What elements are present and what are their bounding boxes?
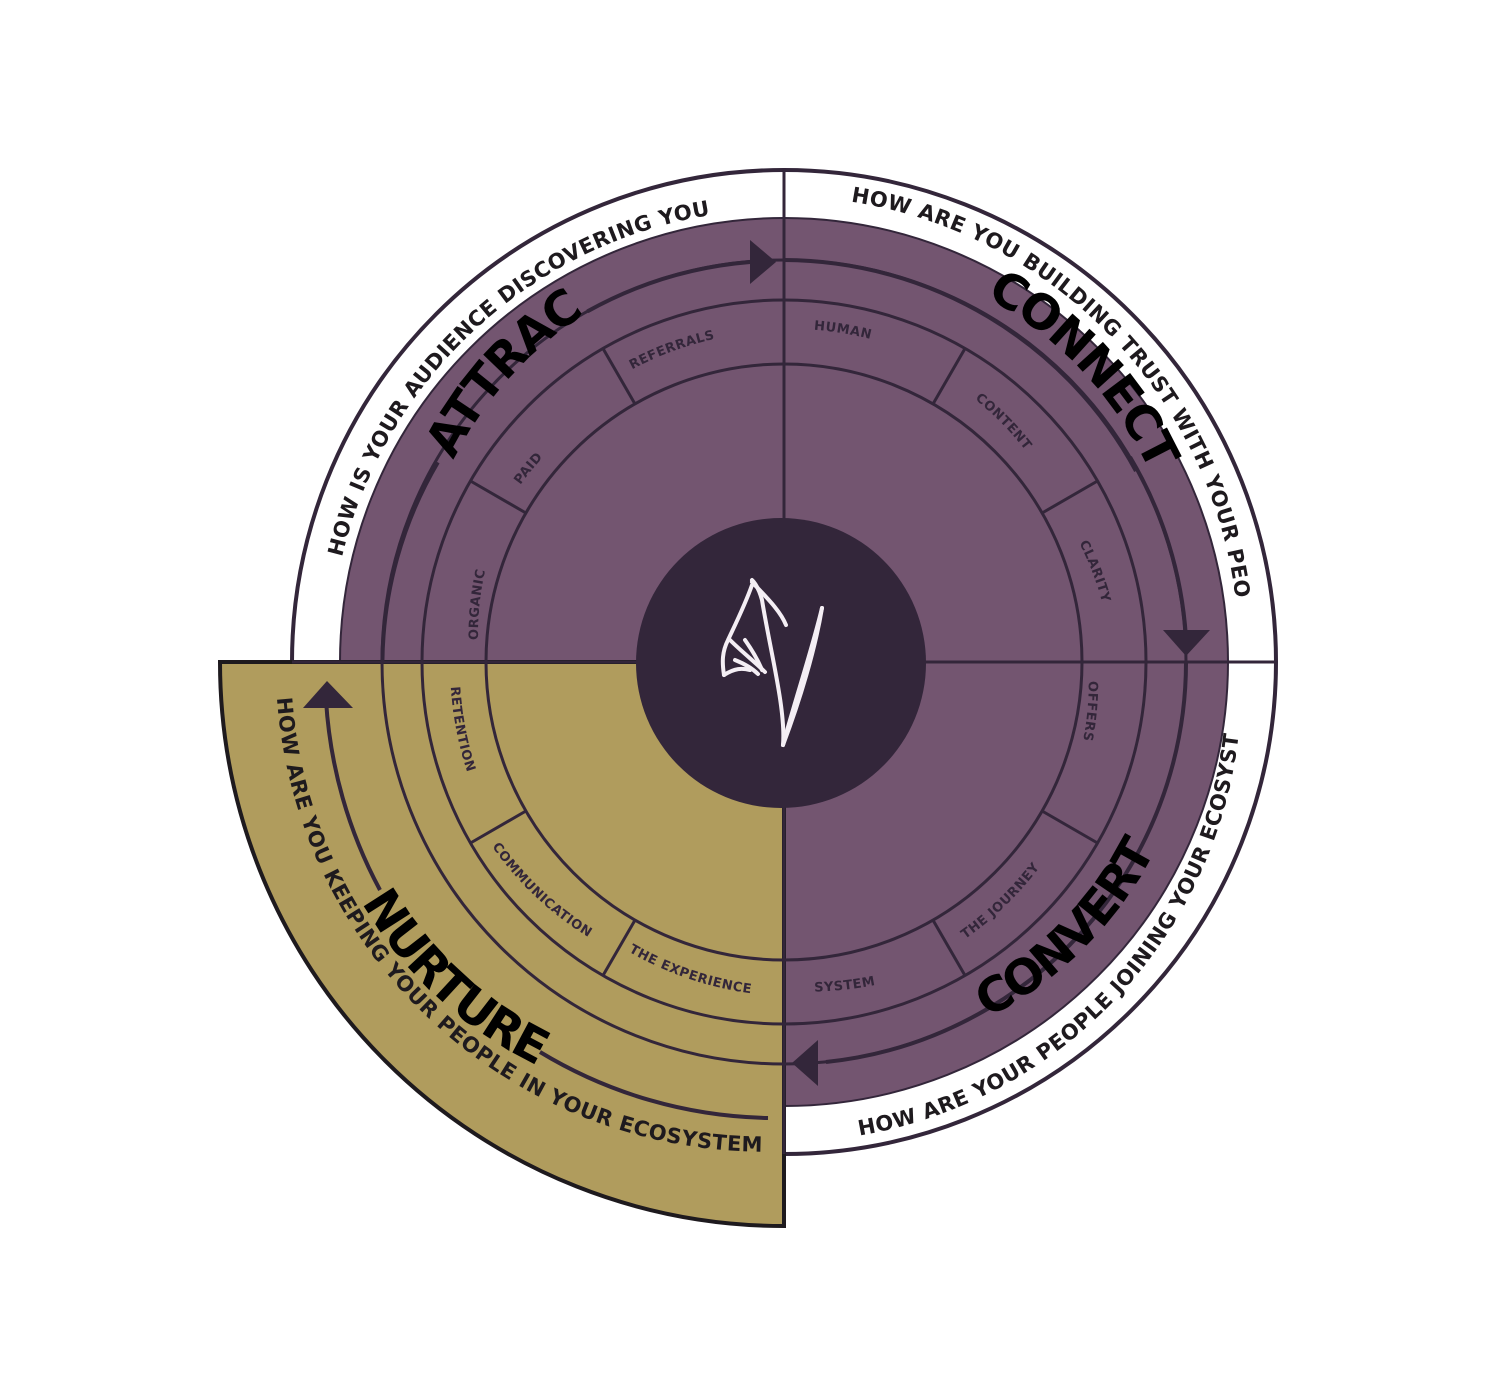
nurture-wedge — [217, 660, 786, 1229]
ring-inner — [484, 362, 1084, 962]
ring-items-outer — [420, 298, 1148, 1026]
snowdrop-flower-logo — [720, 578, 824, 747]
arrow-head-convert — [792, 1040, 818, 1086]
center-hub — [636, 518, 926, 808]
flow-arrows — [324, 258, 1188, 1120]
item-separators — [469, 347, 1099, 977]
arrow-head-attract — [750, 240, 776, 284]
stage-label-attract: ATTRACT — [0, 0, 590, 466]
arrowheads — [303, 240, 1210, 1086]
arrow-head-connect — [1163, 630, 1210, 656]
arrow-head-nurture — [303, 681, 353, 708]
